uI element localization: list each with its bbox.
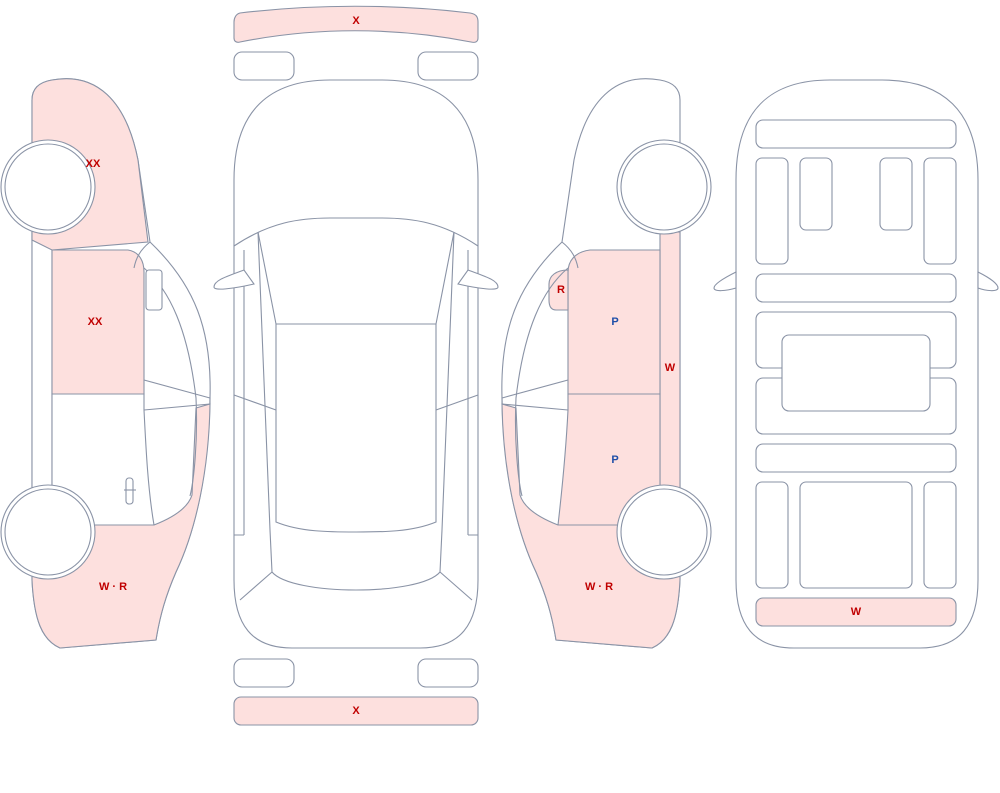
right-front-door-label: P bbox=[611, 316, 618, 328]
right-front-small-panel-label: R bbox=[557, 284, 565, 296]
right-rear-quarter[interactable] bbox=[501, 403, 681, 649]
rear-bumper[interactable] bbox=[233, 696, 479, 726]
underbody-view: W bbox=[713, 79, 999, 649]
right-taillight[interactable] bbox=[417, 658, 479, 688]
right-side-view: R P P W W · R bbox=[501, 78, 712, 649]
right-rocker-label: W bbox=[665, 362, 676, 374]
underbody-rear-panel[interactable] bbox=[755, 597, 957, 627]
left-taillight[interactable] bbox=[233, 658, 295, 688]
left-front-fender-label: XX bbox=[86, 158, 101, 170]
left-headlight[interactable] bbox=[233, 51, 295, 81]
left-rear-quarter[interactable] bbox=[31, 403, 211, 649]
left-side-view: XX XX W · R bbox=[0, 78, 211, 649]
left-front-door-label: XX bbox=[88, 316, 103, 328]
right-rocker[interactable] bbox=[659, 231, 681, 489]
rear-bumper-label: X bbox=[352, 705, 360, 717]
top-view: X X bbox=[213, 5, 499, 726]
left-rear-quarter-label: W · R bbox=[99, 581, 127, 593]
left-front-door[interactable] bbox=[51, 249, 145, 395]
underbody-rear-panel-label: W bbox=[851, 606, 862, 618]
right-rear-door-label: P bbox=[611, 454, 618, 466]
front-bumper-label: X bbox=[352, 15, 360, 27]
right-front-small-panel[interactable] bbox=[548, 269, 569, 311]
right-front-door[interactable] bbox=[567, 249, 661, 395]
right-rear-quarter-label: W · R bbox=[585, 581, 613, 593]
right-headlight[interactable] bbox=[417, 51, 479, 81]
front-bumper[interactable] bbox=[233, 5, 479, 43]
